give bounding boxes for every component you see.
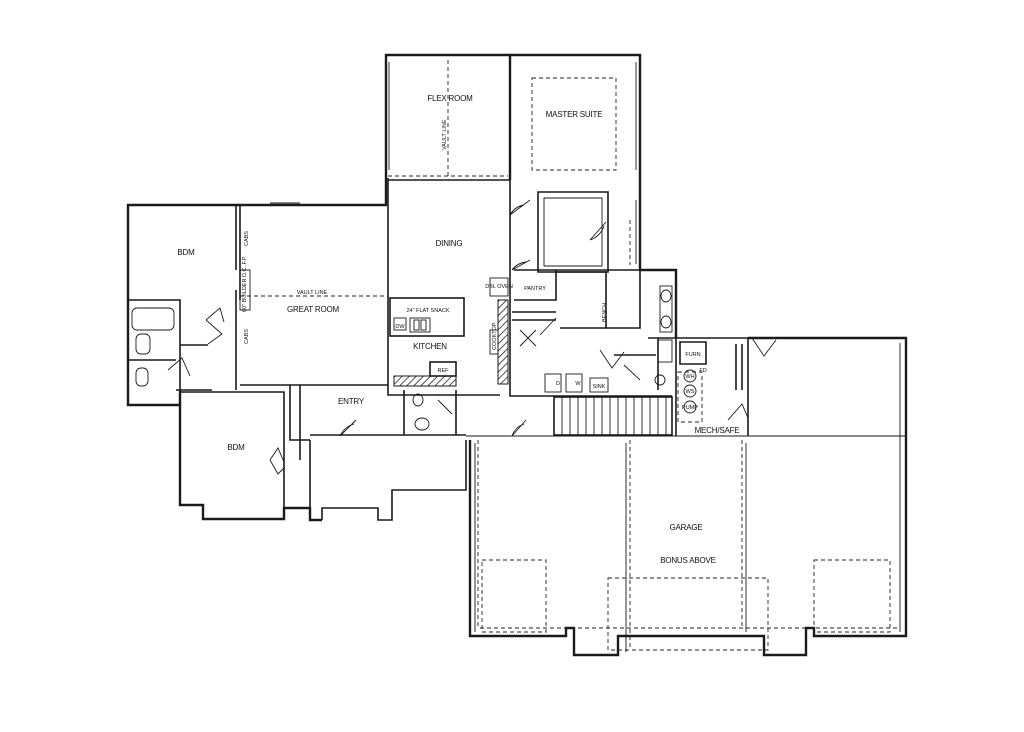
note-cabs-bottom: CABS [244,329,250,344]
note-vault-line-great: VAULT LINE [297,290,328,296]
dashed-lines [240,60,900,651]
plan-notes: VAULT LINE VAULT LINE 24" FLAT SNACK CAB… [242,119,707,411]
note-dryer: D [556,381,560,387]
note-fd: FD [699,368,706,374]
exterior-walls [126,53,908,657]
note-ref: REF [438,368,450,374]
label-pantry: PANTRY [524,286,546,292]
label-mech-safe: MECH/SAFE [695,426,740,435]
label-bdm-lower: BDM [227,443,245,452]
note-fireplace: 60" BUILDER D.C. F.P. [242,255,248,312]
label-garage: GARAGE [669,523,702,532]
note-washer: W [575,381,581,387]
note-cooktop: COOKTOP [492,322,498,350]
note-wh: WH [685,374,694,380]
label-master-suite: MASTER SUITE [546,110,603,119]
interior-walls [128,55,749,508]
label-bdm-upper: BDM [177,248,195,257]
fixtures [127,62,697,520]
note-bench: BENCH [602,303,608,322]
note-pump: PUMP [682,405,698,411]
label-flex-room: FLEX ROOM [427,94,473,103]
note-ws: WS [686,389,695,395]
doors [167,199,777,475]
note-dw: DW [395,324,405,330]
label-entry: ENTRY [338,397,365,406]
note-furn: FURN [685,352,700,358]
note-cabs-top: CABS [244,231,250,246]
label-bonus-above: BONUS ABOVE [660,556,716,565]
stairs [553,396,673,436]
room-labels: FLEX ROOM MASTER SUITE DINING BDM GREAT … [177,94,739,565]
note-flat-snack: 24" FLAT SNACK [406,308,449,314]
label-great-room: GREAT ROOM [287,305,339,314]
label-dining: DINING [436,239,463,248]
note-oven: DBL OVEN [485,284,513,290]
note-vault-line-flex: VAULT LINE [442,119,448,150]
note-sink: SINK [593,384,606,390]
label-kitchen: KITCHEN [413,342,447,351]
